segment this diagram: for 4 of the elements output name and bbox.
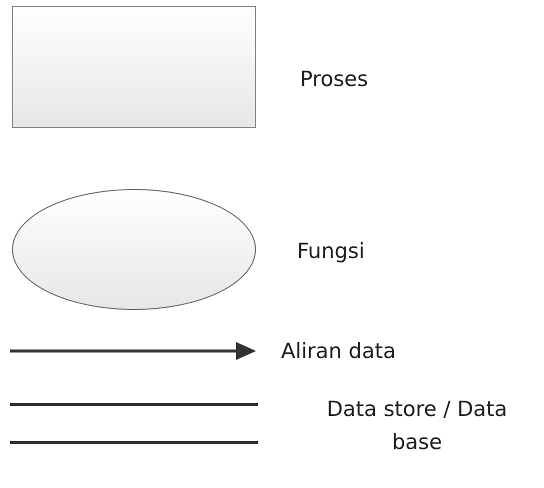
legend-label: Proses <box>300 66 368 93</box>
legend-label: Fungsi <box>297 238 365 265</box>
legend-label: Data store / Data base <box>326 396 508 456</box>
legend-label: Aliran data <box>281 338 396 365</box>
